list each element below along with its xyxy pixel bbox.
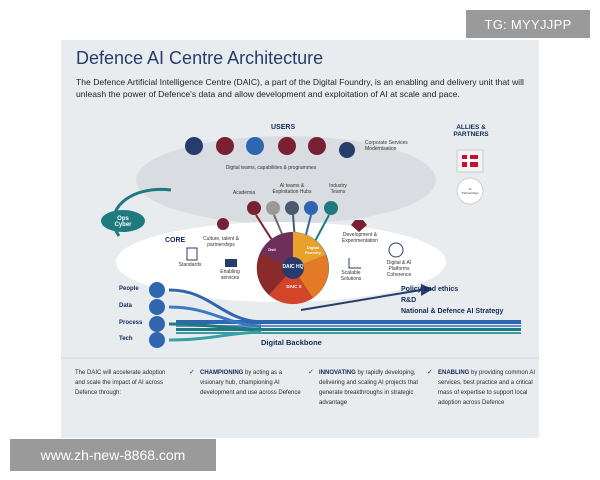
infographic-frame: Defence AI Centre Architecture The Defen… [61, 40, 539, 438]
daic-hub [256, 231, 329, 305]
label-culture: Culture, talent & partnerships [203, 236, 239, 248]
check-icon: ✓ [427, 369, 433, 376]
core-heading: CORE [165, 237, 186, 244]
ai-partnerships-text: AI Partnerships [461, 187, 479, 195]
spoke-icons [247, 201, 338, 215]
policy-line-3: National & Defence AI Strategy [401, 308, 504, 315]
label-enabling: Enabling services [220, 269, 240, 281]
label-dev-exp: Development & Experimentation [341, 232, 379, 244]
footer-lead: The DAIC will accelerate adoption and sc… [75, 370, 166, 396]
users-heading: USERS [271, 124, 296, 131]
architecture-diagram [61, 136, 539, 359]
policy-line-2: R&D [401, 297, 417, 304]
user-icons [185, 137, 355, 158]
input-streams [168, 288, 262, 342]
corporate-label: Corporate Services Modernisation [365, 140, 408, 152]
ops-cyber-label: Ops Cyber [114, 216, 132, 228]
page-title: Defence AI Centre Architecture [76, 48, 324, 68]
footer-col-enabling: ✓ENABLING by providing common AI service… [427, 369, 536, 406]
check-icon: ✓ [189, 369, 195, 376]
input-process: Process [119, 320, 143, 326]
label-academia: Academia [232, 190, 256, 196]
footer-col-innovating: ✓INNOVATING by rapidly developing, deliv… [308, 369, 419, 406]
hub-main-label: DAIC HQ [282, 264, 304, 270]
backbone-band [176, 320, 521, 334]
intro-paragraph: The Defence Artificial Intelligence Cent… [76, 77, 524, 99]
hub-dstl-label: Dstl [268, 247, 276, 252]
hub-foundry-label: Digital Foundry [305, 245, 321, 255]
ai-partnerships-logo [456, 177, 484, 205]
input-data: Data [119, 303, 133, 309]
users-ellipse [136, 136, 436, 224]
label-standards: Standards [178, 262, 202, 268]
label-ai-teams: AI teams & Exploitation Hubs [272, 183, 312, 195]
label-platforms: Digital & AI Platforms Coherence [386, 260, 412, 278]
label-industry: Industry Teams [329, 183, 347, 195]
backbone-label: Digital Backbone [261, 338, 322, 347]
footer-col-championing: ✓CHAMPIONING by acting as a visionary hu… [189, 369, 301, 396]
core-icons [186, 218, 404, 269]
input-icons [149, 282, 165, 348]
hub-arrow [300, 289, 422, 311]
input-people: People [119, 286, 139, 292]
label-scalable: Scalable Solutions [340, 270, 362, 282]
allies-heading: ALLIES & PARTNERS [453, 124, 489, 138]
watermark-top: TG: MYYJJPP [466, 10, 590, 38]
users-caption: Digital teams, capabilities & programmes [225, 165, 317, 171]
check-icon: ✓ [308, 369, 314, 376]
input-tech: Tech [119, 336, 133, 342]
watermark-bottom: www.zh-new-8868.com [10, 439, 216, 471]
hub-daicx-label: DAIC X [286, 284, 302, 289]
ops-cyber-badge [101, 210, 145, 232]
policy-line-1: Policy and ethics [401, 286, 459, 293]
